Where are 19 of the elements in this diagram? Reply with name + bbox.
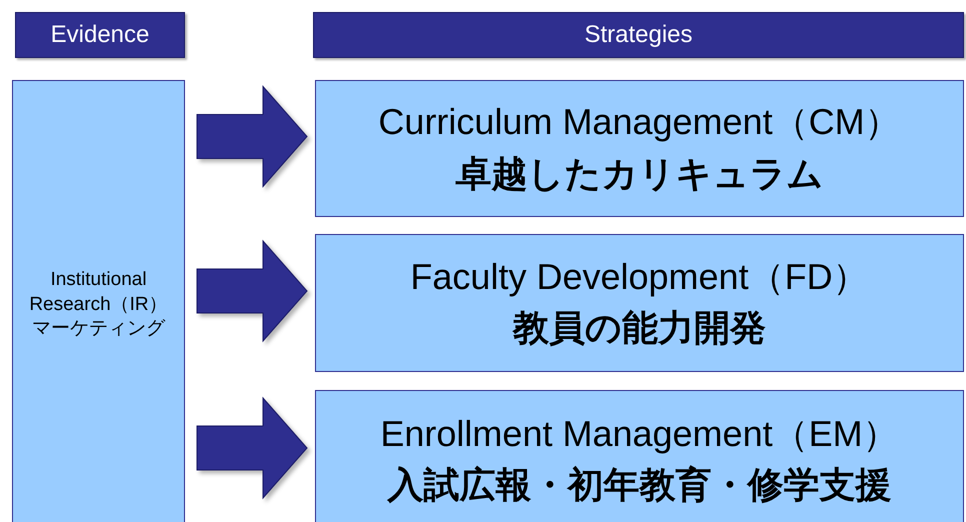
strategy-box xyxy=(315,390,964,522)
node-label: Curriculum Management（CM） xyxy=(378,100,901,144)
strategy-box xyxy=(315,80,964,217)
block-arrow xyxy=(196,240,308,342)
block-arrow xyxy=(196,396,308,500)
block-arrow xyxy=(196,85,308,188)
node-label: 卓越したカリキュラム xyxy=(456,152,824,196)
header-label: Strategies xyxy=(584,21,693,49)
node-label: Institutional Research（IR） xyxy=(28,268,169,317)
strategy-box xyxy=(315,234,964,372)
node-label: 教員の能力開発 xyxy=(513,307,766,351)
node-label: マーケティング xyxy=(32,317,165,342)
column-header xyxy=(313,12,964,58)
evidence-box xyxy=(12,80,185,522)
node-label: Enrollment Management（EM） xyxy=(380,412,899,456)
node-label: 入試広報・初年教育・修学支援 xyxy=(388,464,892,508)
column-header xyxy=(15,12,185,58)
header-label: Evidence xyxy=(50,21,150,49)
node-label: Faculty Development（FD） xyxy=(410,254,869,299)
